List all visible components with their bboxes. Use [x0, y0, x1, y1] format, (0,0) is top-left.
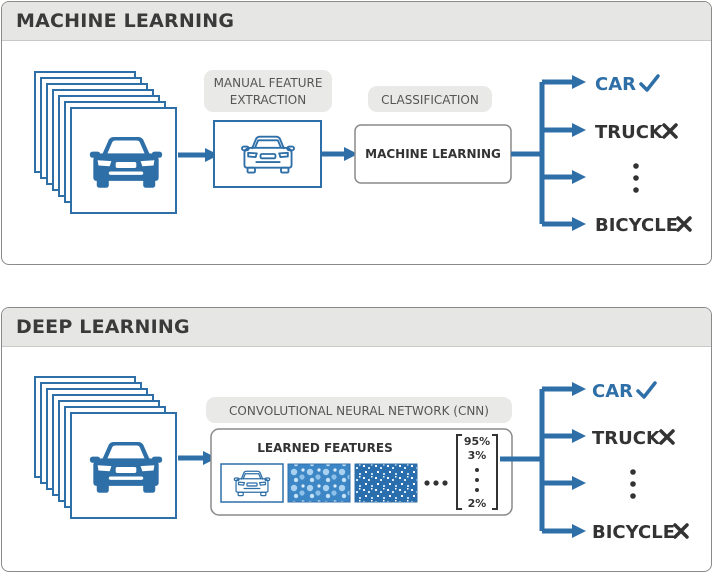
- classification-label: CLASSIFICATION: [381, 93, 479, 107]
- section-header: MACHINE LEARNING: [2, 2, 711, 41]
- section-header: DEEP LEARNING: [2, 308, 711, 347]
- cross-icon: [673, 523, 689, 539]
- input-image-stack: [34, 376, 177, 519]
- machine-learning-section: MACHINE LEARNING MANUAL FEATURE EXTRACTI…: [1, 1, 712, 265]
- horizontal-ellipsis: [424, 480, 448, 486]
- vertical-ellipsis: [633, 163, 639, 193]
- cross-icon: [659, 429, 675, 445]
- classifier-box-label: MACHINE LEARNING: [365, 147, 501, 161]
- output-branches: [500, 382, 586, 538]
- output-label-bicycle: BICYCLE: [595, 215, 678, 236]
- manual-feature-pill: MANUAL FEATURE EXTRACTION: [204, 70, 332, 112]
- output-label-bicycle: BICYCLE: [592, 522, 675, 543]
- probability-car: 95%: [464, 435, 490, 448]
- learned-features-label: LEARNED FEATURES: [257, 441, 393, 455]
- output-label-truck: TRUCK: [595, 122, 664, 143]
- left-bracket: [456, 434, 462, 510]
- section-title: DEEP LEARNING: [16, 316, 190, 338]
- probability-bicycle: 2%: [468, 497, 487, 510]
- classification-pill: CLASSIFICATION: [368, 86, 492, 112]
- output-label-truck: TRUCK: [592, 428, 661, 449]
- deep-learning-diagram: CONVOLUTIONAL NEURAL NETWORK (CNN) LEARN…: [34, 376, 689, 543]
- probability-truck: 3%: [468, 449, 487, 462]
- cross-icon: [662, 123, 678, 139]
- feature-map-texture: [287, 463, 351, 503]
- cross-icon: [676, 216, 692, 232]
- deep-learning-section: DEEP LEARNING CONVOLUTIONAL NEURAL NETWO…: [1, 307, 712, 572]
- output-branches: [511, 75, 586, 231]
- right-bracket: [492, 434, 498, 510]
- cnn-label: CONVOLUTIONAL NEURAL NETWORK (CNN): [229, 404, 489, 418]
- output-vector: 95% 3% 2%: [456, 434, 498, 510]
- check-icon: [636, 381, 657, 399]
- feature-map-dots: [354, 463, 418, 503]
- check-icon: [639, 74, 660, 92]
- machine-learning-diagram: MANUAL FEATURE EXTRACTION CLASSIFICATION…: [34, 70, 692, 236]
- section-title: MACHINE LEARNING: [16, 10, 235, 32]
- output-label-car: CAR: [592, 381, 633, 402]
- vertical-ellipsis: [630, 469, 636, 499]
- manual-feature-label-line1: MANUAL FEATURE: [214, 76, 323, 90]
- input-image-stack: [34, 71, 177, 214]
- cnn-pill: CONVOLUTIONAL NEURAL NETWORK (CNN): [206, 397, 512, 423]
- manual-feature-label-line2: EXTRACTION: [230, 93, 306, 107]
- output-label-car: CAR: [595, 74, 636, 95]
